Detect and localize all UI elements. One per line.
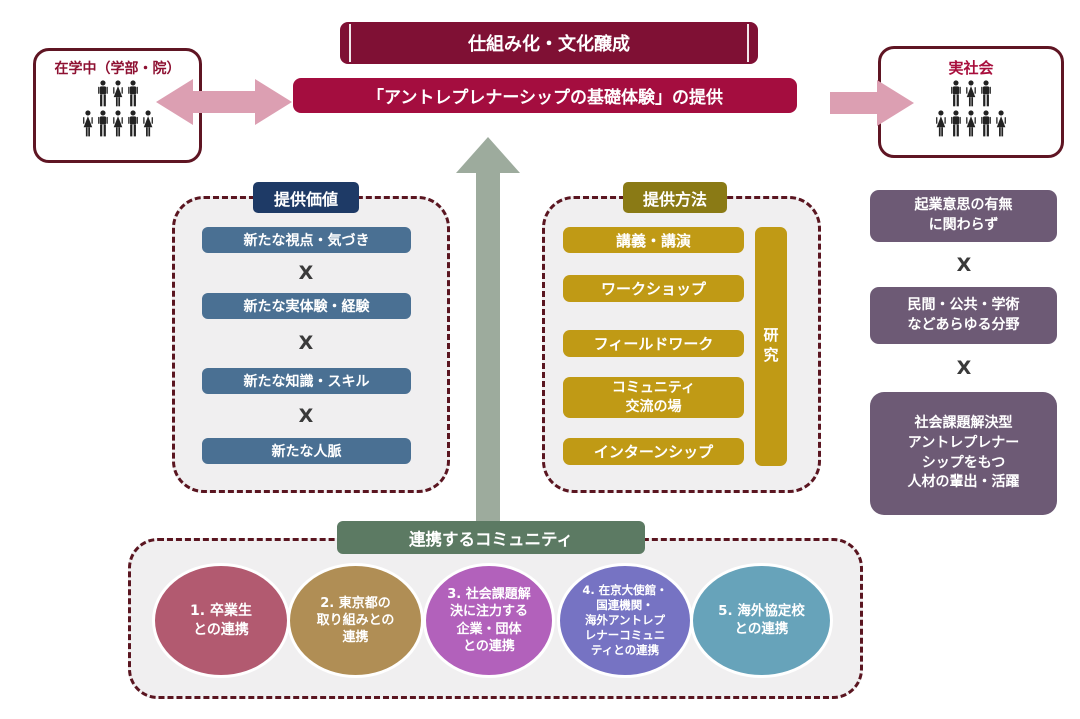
- value-item-2: 新たな実体験・経験: [202, 293, 411, 319]
- community-ellipse-3: 3. 社会課題解 決に注力する 企業・団体 との連携: [423, 563, 555, 678]
- x-separator: X: [298, 262, 314, 284]
- method-item-5: インターンシップ: [563, 438, 744, 465]
- community-ellipse-2: 2. 東京都の 取り組みとの 連携: [287, 563, 424, 678]
- x-separator: X: [956, 254, 972, 276]
- x-separator: X: [298, 405, 314, 427]
- up-arrow-icon: [456, 137, 520, 533]
- value-item-1: 新たな視点・気づき: [202, 227, 411, 253]
- students-people-icon: [82, 80, 153, 137]
- outcome-item-1: 起業意思の有無 に関わらず: [870, 190, 1057, 242]
- x-separator: X: [298, 332, 314, 354]
- community-ellipse-1: 1. 卒業生 との連携: [152, 563, 290, 678]
- x-separator: X: [956, 357, 972, 379]
- community-ellipse-4: 4. 在京大使館・ 国連機関・ 海外アントレプ レナーコミュニ ティとの連携: [557, 563, 693, 678]
- society-box-title: 実社会: [948, 59, 994, 77]
- community-ellipse-5: 5. 海外協定校 との連携: [690, 563, 833, 678]
- value-item-4: 新たな人脈: [202, 438, 411, 464]
- method-item-2: ワークショップ: [563, 275, 744, 302]
- research-label: 研究: [761, 326, 780, 367]
- value-panel-header: 提供価値: [253, 182, 359, 213]
- banner-system-culture: 仕組み化・文化醸成: [340, 22, 758, 64]
- students-box-title: 在学中（学部・院）: [54, 61, 181, 77]
- outcome-item-3: 社会課題解決型 アントレプレナー シップをもつ 人材の輩出・活躍: [870, 392, 1057, 515]
- method-panel-header: 提供方法: [623, 182, 727, 213]
- outcome-item-2: 民間・公共・学術 などあらゆる分野: [870, 287, 1057, 344]
- community-panel-header: 連携するコミュニティ: [337, 521, 645, 554]
- right-arrow-icon: [830, 80, 914, 126]
- research-bar: 研究: [755, 227, 787, 466]
- method-item-4: コミュニティ 交流の場: [563, 377, 744, 418]
- method-item-1: 講義・講演: [563, 227, 744, 253]
- society-people-icon: [936, 80, 1006, 137]
- double-arrow-icon: [156, 79, 292, 125]
- banner-core-experience: 「アントレプレナーシップの基礎体験」の提供: [293, 78, 797, 113]
- method-item-3: フィールドワーク: [563, 330, 744, 357]
- value-item-3: 新たな知識・スキル: [202, 368, 411, 394]
